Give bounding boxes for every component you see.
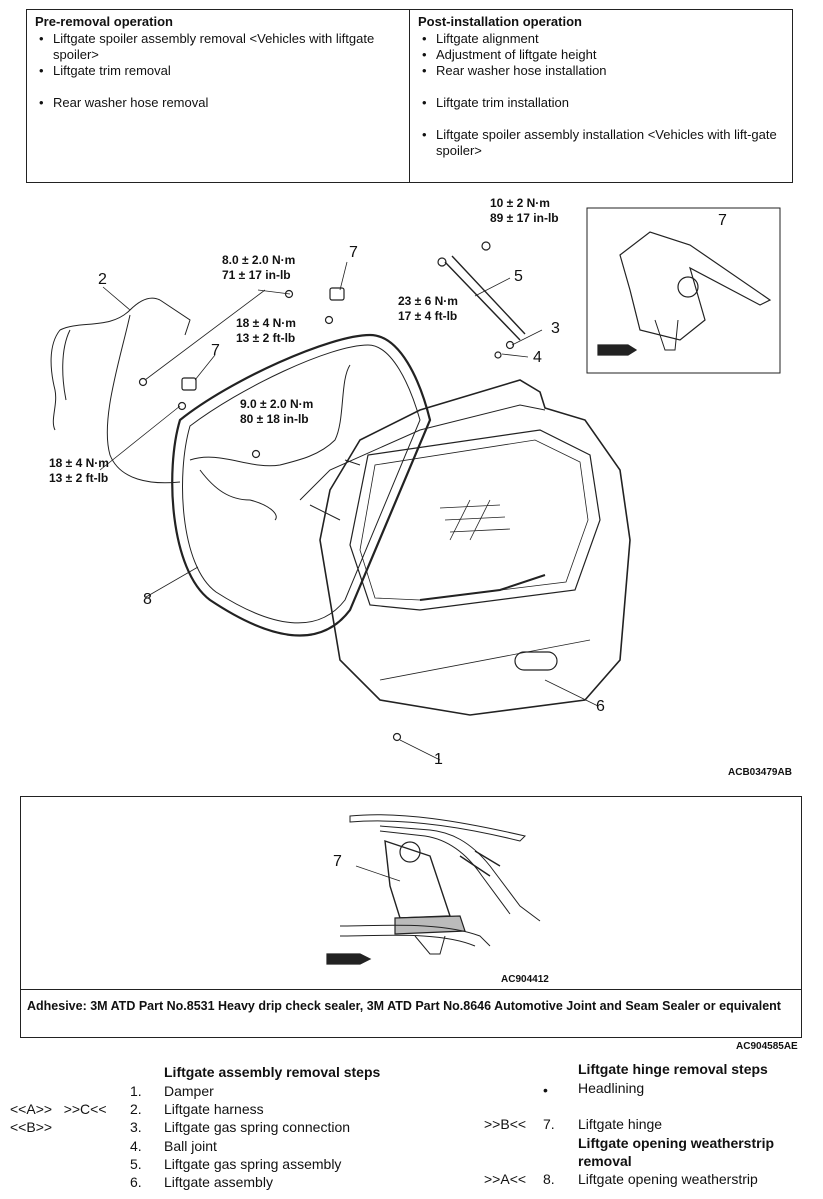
post-installation-column: Post-installation operation Liftgate ali…: [409, 10, 792, 182]
torque-callout: 18 ± 4 N·m 13 ± 2 ft-lb: [236, 316, 296, 345]
figure-code: ACB03479AB: [728, 767, 792, 778]
figure-code: AC904412: [501, 974, 549, 985]
part-number-label: 7: [333, 853, 342, 870]
torque-callout: 8.0 ± 2.0 N·m 71 ± 17 in-lb: [222, 253, 296, 282]
step-number: 5.: [130, 1156, 142, 1172]
bullet: •: [543, 1082, 548, 1098]
hinge-inset-box: [586, 207, 781, 374]
part-number-label: 5: [514, 268, 523, 285]
step-ref: <<A>> >>C<<: [10, 1101, 107, 1117]
gas-spring: [444, 255, 526, 341]
step-ref: <<B>>: [10, 1119, 53, 1135]
step-number: 2.: [130, 1101, 142, 1117]
list-item: Liftgate spoiler assembly installation <…: [418, 127, 784, 159]
list-item: Rear washer hose installation: [418, 63, 784, 79]
step-number: 6.: [130, 1174, 142, 1190]
step-number: 3.: [130, 1119, 142, 1135]
part-number-label: 7: [718, 212, 727, 229]
torque-callout: 18 ± 4 N·m 13 ± 2 ft-lb: [49, 456, 109, 485]
list-item: Adjustment of liftgate height: [418, 47, 784, 63]
steps-title: Liftgate opening weatherstrip: [578, 1135, 775, 1151]
step-label: Liftgate harness: [164, 1101, 264, 1117]
pre-removal-column: Pre-removal operation Liftgate spoiler a…: [27, 10, 409, 182]
step-number: 8.: [543, 1171, 555, 1187]
step-ref: >>A<<: [484, 1171, 527, 1187]
torque-callout: 9.0 ± 2.0 N·m 80 ± 18 in-lb: [240, 397, 314, 426]
part-number-label: 8: [143, 591, 152, 608]
step-label: Liftgate hinge: [578, 1116, 663, 1132]
step-label: Liftgate gas spring connection: [164, 1119, 351, 1135]
steps-title: removal: [578, 1153, 632, 1169]
torque-callout: 10 ± 2 N·m 89 ± 17 in-lb: [490, 196, 559, 225]
step-label: Damper: [164, 1083, 214, 1099]
steps-title: Liftgate hinge removal steps: [578, 1061, 768, 1077]
torque-callout: 23 ± 6 N·m 17 ± 4 ft-lb: [398, 294, 458, 323]
sealer-note: Adhesive: 3M ATD Part No.8531 Heavy drip…: [27, 999, 781, 1013]
list-item: Liftgate trim installation: [418, 95, 784, 111]
step-label: Ball joint: [164, 1138, 217, 1154]
part-number-label: 6: [596, 698, 605, 715]
step-number: 1.: [130, 1083, 142, 1099]
part-number-label: 7: [349, 244, 358, 261]
list-item: Liftgate trim removal: [35, 63, 401, 79]
step-number: 7.: [543, 1116, 555, 1132]
list-item: Rear washer hose removal: [35, 95, 401, 111]
operations-table: Pre-removal operation Liftgate spoiler a…: [26, 9, 793, 183]
pre-removal-title: Pre-removal operation: [35, 14, 173, 29]
part-number-label: 2: [98, 271, 107, 288]
post-installation-title: Post-installation operation: [418, 14, 582, 29]
divider: [20, 989, 802, 990]
part-number-label: 4: [533, 349, 542, 366]
figure-code: AC904585AE: [736, 1041, 798, 1052]
liftgate-exploded-diagram: [50, 207, 781, 761]
step-label: Headlining: [578, 1080, 645, 1096]
part-number-label: 1: [434, 751, 443, 768]
step-label: Liftgate opening weatherstrip: [578, 1171, 758, 1187]
step-number: 4.: [130, 1138, 142, 1154]
steps-title: Liftgate assembly removal steps: [164, 1064, 381, 1080]
step-label: Liftgate assembly: [164, 1174, 273, 1190]
sealer-detail-box: [20, 796, 802, 1038]
list-item: Liftgate alignment: [418, 31, 784, 47]
hinge-detail-drawing: [326, 814, 541, 965]
step-ref: >>B<<: [484, 1116, 527, 1132]
part-number-label: 3: [551, 320, 560, 337]
list-item: Liftgate spoiler assembly removal <Vehic…: [35, 31, 401, 63]
part-number-label: 7: [211, 342, 220, 359]
hinge-drawing: [619, 231, 772, 341]
step-label: Liftgate gas spring assembly: [164, 1156, 342, 1172]
weatherstrip-outline: [171, 333, 432, 637]
liftgate-panel: [319, 379, 631, 716]
